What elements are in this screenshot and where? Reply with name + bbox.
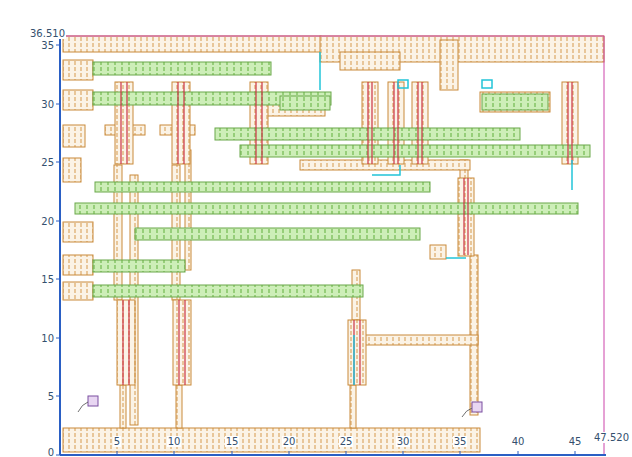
axis-label: 5 — [47, 391, 55, 402]
axis-label: 5 — [113, 436, 121, 447]
axis-label: 15 — [225, 436, 240, 447]
axis-label: 20 — [40, 216, 55, 227]
axis-label: 10 — [40, 333, 55, 344]
axis-label: 36.510 — [29, 28, 66, 39]
axis-label: 25 — [40, 157, 55, 168]
axis-label: 35 — [453, 436, 468, 447]
axis-label: 30 — [396, 436, 411, 447]
axis-label: 0 — [47, 447, 55, 457]
axis-label: 45 — [568, 436, 583, 447]
axis-label: 15 — [40, 274, 55, 285]
axis-label: 35 — [40, 40, 55, 51]
axis-label: 20 — [282, 436, 297, 447]
axis-label: 40 — [511, 436, 526, 447]
axis-label: 25 — [339, 436, 354, 447]
axis-label: 30 — [40, 99, 55, 110]
axis-label: 10 — [167, 436, 182, 447]
axis-label: 47.520 — [593, 432, 630, 443]
